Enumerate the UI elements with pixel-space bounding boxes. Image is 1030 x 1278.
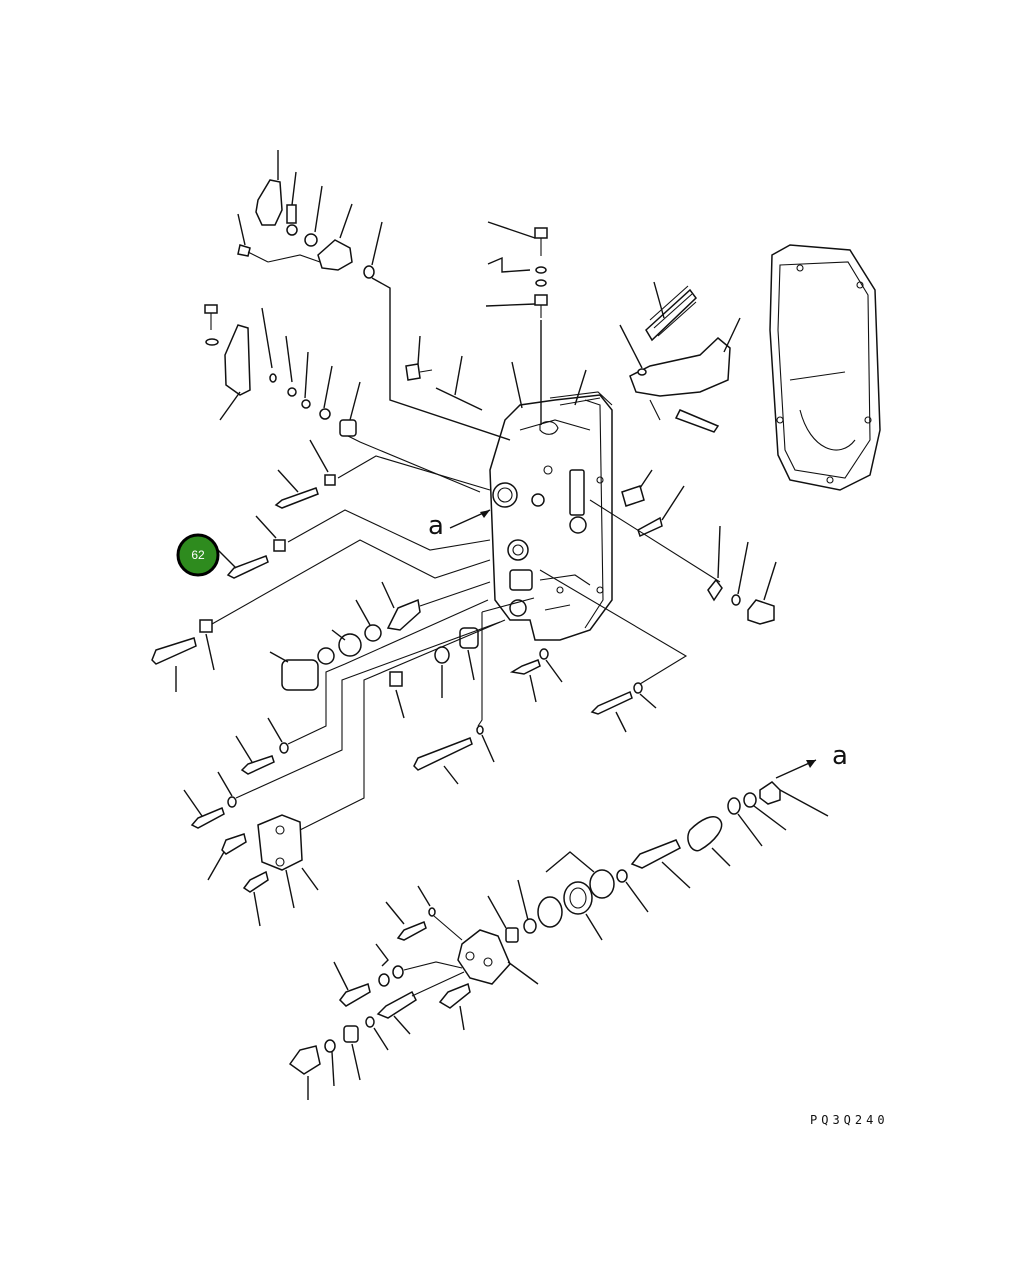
right-fasteners <box>589 469 777 625</box>
left-fasteners <box>151 335 587 692</box>
top-screws <box>485 221 548 425</box>
view-marker-a-upper: a <box>428 509 491 541</box>
side-cover <box>769 244 881 491</box>
view-marker-label: a <box>832 741 848 771</box>
lever-assembly <box>619 281 741 433</box>
diagram-reference-code: PQ3Q240 <box>810 1113 889 1127</box>
view-marker-label: a <box>428 511 444 541</box>
mid-fasteners <box>389 569 688 785</box>
upper-bracket-assembly <box>237 150 511 441</box>
lower-valve-assembly <box>288 851 615 1100</box>
left-lower-fasteners <box>183 599 506 927</box>
main-housing <box>489 391 613 641</box>
callout-62[interactable]: 62 <box>176 533 220 577</box>
lower-bracket-assembly <box>204 304 481 493</box>
callout-circle[interactable] <box>176 533 220 577</box>
callout-number[interactable]: 62 <box>191 548 205 562</box>
shaft-assembly: a <box>616 741 848 913</box>
